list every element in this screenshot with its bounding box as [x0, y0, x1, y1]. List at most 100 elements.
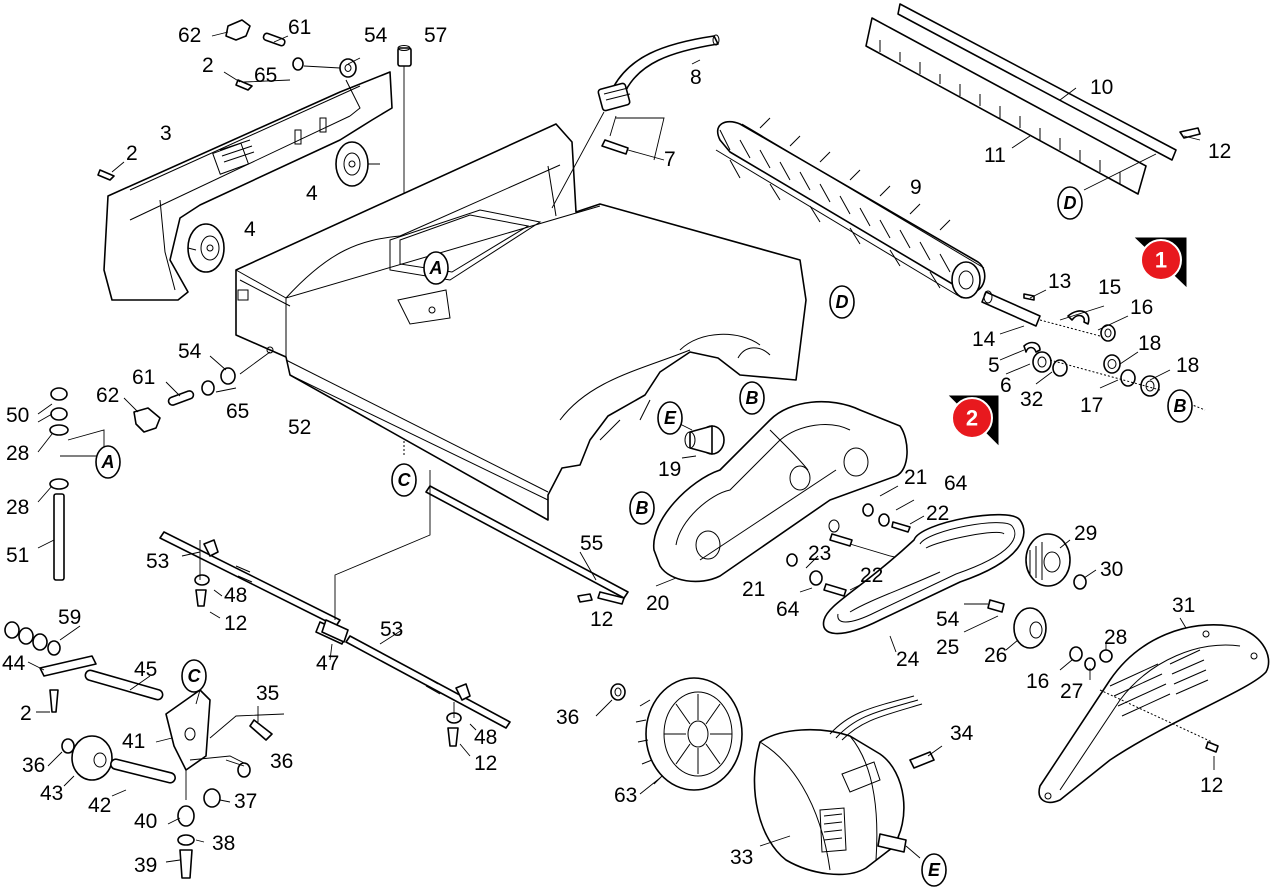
main-housing	[235, 123, 807, 521]
svg-text:1: 1	[1155, 248, 1167, 273]
part-label-26: 26	[984, 644, 1007, 667]
part-label-65: 65	[226, 400, 249, 423]
part-label-48: 48	[474, 726, 497, 749]
svg-text:C: C	[188, 666, 202, 686]
part-label-13: 13	[1048, 270, 1071, 293]
part-label-24: 24	[896, 648, 920, 671]
belt-housing	[653, 400, 908, 587]
part-label-27: 27	[1060, 680, 1083, 703]
part-label-51: 51	[6, 544, 29, 567]
top-fasteners	[97, 19, 361, 181]
part-label-59: 59	[58, 606, 81, 629]
svg-text:C: C	[398, 470, 412, 490]
part-label-34: 34	[950, 722, 974, 745]
bracket-cover	[103, 71, 393, 301]
fan	[595, 677, 743, 795]
svg-text:B: B	[746, 388, 759, 408]
svg-text:E: E	[928, 860, 941, 880]
part-label-2: 2	[202, 54, 214, 77]
motor	[753, 695, 943, 876]
reference-B-circle: B	[629, 491, 655, 525]
reference-letters: A D D B E B A C	[95, 186, 1193, 887]
part-label-29: 29	[1074, 522, 1097, 545]
part-label-50: 50	[6, 404, 29, 427]
part-label-37: 37	[234, 790, 257, 813]
reference-A-circle: A	[95, 445, 121, 479]
part-label-40: 40	[134, 810, 157, 833]
left-mid-fasteners	[123, 351, 271, 433]
reference-C-circle: C	[181, 659, 207, 693]
part-label-12: 12	[224, 612, 247, 635]
part-label-14: 14	[972, 328, 996, 351]
part-label-64: 64	[776, 598, 800, 621]
reference-D-circle: D	[1057, 186, 1083, 220]
coupling-19	[679, 423, 725, 459]
part-label-19: 19	[658, 458, 681, 481]
part-label-16: 16	[1130, 296, 1153, 319]
part-label-33: 33	[730, 846, 753, 869]
svg-text:A: A	[429, 258, 443, 278]
part-label-43: 43	[40, 782, 63, 805]
part-label-32: 32	[1020, 388, 1043, 411]
part-label-36: 36	[22, 754, 45, 777]
assembly-markers: 1 2	[951, 239, 1182, 439]
rods	[159, 470, 629, 757]
part-label-39: 39	[134, 854, 157, 877]
marker-1: 1	[1140, 239, 1182, 281]
part-label-36: 36	[556, 706, 579, 729]
part-label-38: 38	[212, 832, 235, 855]
part-label-61: 61	[288, 16, 311, 39]
svg-text:A: A	[101, 452, 115, 472]
scraper-strips	[865, 3, 1201, 195]
svg-text:E: E	[664, 408, 677, 428]
part-label-45: 45	[134, 658, 157, 681]
part-label-42: 42	[88, 794, 111, 817]
part-label-20: 20	[646, 592, 669, 615]
part-label-31: 31	[1172, 594, 1195, 617]
part-label-48: 48	[224, 584, 247, 607]
part-label-47: 47	[316, 652, 339, 675]
part-label-21: 21	[742, 578, 765, 601]
housing-fasteners	[786, 485, 945, 597]
part-label-17: 17	[1080, 394, 1103, 417]
part-label-63: 63	[614, 784, 637, 807]
part-label-62: 62	[178, 24, 201, 47]
part-label-28: 28	[6, 496, 29, 519]
part-label-2: 2	[126, 142, 138, 165]
part-label-5: 5	[988, 354, 1000, 377]
part-label-54: 54	[178, 340, 202, 363]
part-label-8: 8	[690, 66, 702, 89]
part-label-57: 57	[424, 24, 447, 47]
svg-text:B: B	[636, 498, 649, 518]
part-label-4: 4	[306, 182, 318, 205]
part-label-4: 4	[244, 218, 256, 241]
part-number-labels: 62 61 54 57 2 65 8 3 2 4 4 7 10 11 12 9 …	[2, 16, 1231, 877]
part-label-12: 12	[1200, 774, 1223, 797]
part-label-3: 3	[160, 122, 172, 145]
brush-roller	[715, 117, 986, 299]
svg-text:D: D	[1064, 193, 1077, 213]
part-label-12: 12	[590, 608, 613, 631]
part-label-22: 22	[926, 502, 949, 525]
svg-text:2: 2	[966, 406, 978, 431]
part-label-12: 12	[1208, 140, 1231, 163]
part-label-11: 11	[984, 144, 1006, 167]
disc-upper	[335, 141, 380, 187]
part-label-15: 15	[1098, 276, 1121, 299]
part-label-28: 28	[1104, 626, 1127, 649]
part-label-6: 6	[1000, 374, 1012, 397]
part-label-18: 18	[1138, 332, 1161, 355]
reference-E-circle: E	[657, 401, 683, 435]
part-label-23: 23	[808, 542, 831, 565]
part-label-2: 2	[20, 702, 32, 725]
part-label-22: 22	[860, 564, 883, 587]
part-label-61: 61	[132, 366, 155, 389]
svg-text:D: D	[836, 292, 849, 312]
part-label-25: 25	[936, 636, 959, 659]
reference-B-circle: B	[739, 381, 765, 415]
marker-2: 2	[951, 397, 993, 439]
part-label-65: 65	[254, 64, 277, 87]
part-label-9: 9	[910, 176, 922, 199]
roller-shaft-group	[981, 289, 1206, 411]
